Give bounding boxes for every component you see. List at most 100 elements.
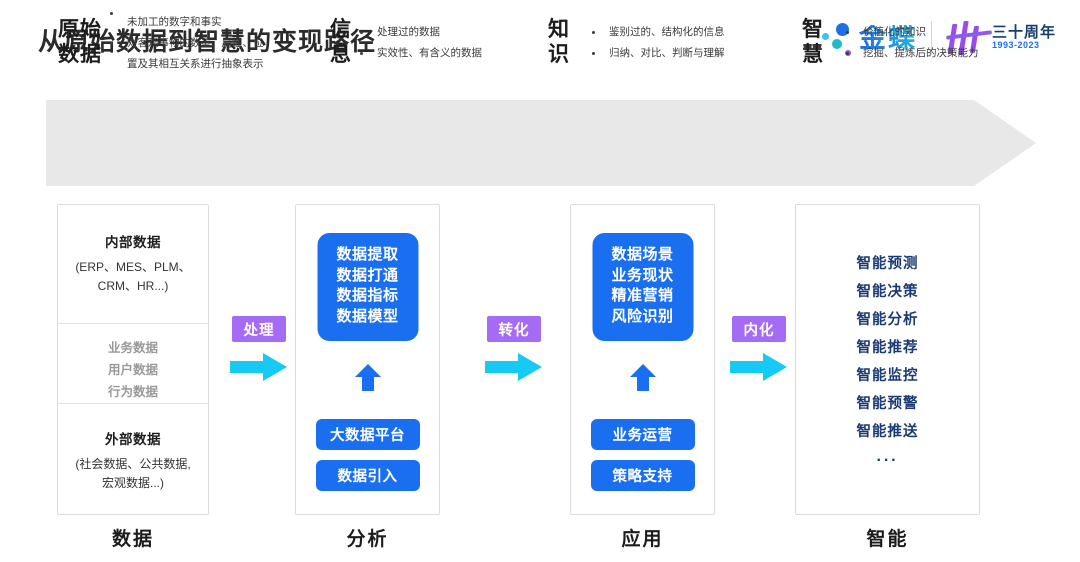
bullet-dot-icon [110,41,113,45]
data-type-item: 用户数据 [107,362,158,377]
strategy-support-pill[interactable]: 策略支持 [590,460,695,491]
intelligence-list: 智能预测 智能决策 智能分析 智能推荐 智能监控 智能预警 智能推送 ··· [796,205,979,474]
footer-label-intelligence: 智能 [866,529,909,550]
banner-bullet-text: 挖掘、提炼后的决策能力 [863,47,979,59]
intelligence-item: 智能决策 [856,283,919,300]
right-arrow-icon [230,353,287,381]
banner-bullet-text: 处理过的数据 [377,26,440,38]
external-data-section: 外部数据 (社会数据、公共数据, 宏观数据...) [58,404,208,492]
up-arrow-icon [353,362,383,392]
card-data: 内部数据 (ERP、MES、PLM、 CRM、HR...) 业务数据 用户数据 … [57,204,209,515]
analysis-capability-item: 数据模型 [336,308,399,326]
external-data-title: 外部数据 [105,432,161,447]
card-divider [58,323,208,324]
connector-badge-transform: 转化 [487,316,541,342]
banner-stage-bullets: 未加工的数字和事实 对客观事物的数量、属性、位 置及其相互关系进行抽象表示 [110,11,264,75]
card-application: 数据场景 业务现状 精准营销 风险识别 业务运营 策略支持 [570,204,715,515]
anniversary-badge: 三十周年 1993-2023 [945,21,1056,55]
analysis-capability-item: 数据指标 [336,287,399,305]
banner-bullet-text: 价值化的知识 [863,26,926,38]
brand-divider [930,21,932,55]
up-arrow-icon [628,362,658,392]
banner-bullet-text: 归纳、对比、判断与理解 [609,47,725,59]
bullet-dot-icon [592,52,595,55]
banner-bullet-text: 实效性、有含义的数据 [377,47,482,59]
footer-label-data: 数据 [111,529,154,550]
banner-stage-information: 信 息 处理过的数据 实效性、有含义的数据 [330,0,482,86]
footer-label-analysis: 分析 [346,529,389,550]
banner-stage-title: 原始 数据 [58,18,102,66]
application-scenario-box: 数据场景 业务现状 精准营销 风险识别 [592,233,693,341]
banner-stage-bullets: 鉴别过的、结构化的信息 归纳、对比、判断与理解 [578,22,725,64]
banner-stage-title: 信 息 [330,18,352,66]
intelligence-item: 智能预测 [856,256,919,272]
application-scenario-item: 精准营销 [611,287,674,305]
banner-stage-raw-data: 原始 数据 未加工的数字和事实 对客观事物的数量、属性、位 置及其相互关系进行抽… [58,0,264,86]
connector-badge-process: 处理 [232,316,286,342]
intelligence-item: 智能监控 [856,367,919,384]
connector-internalize: 内化 [722,316,796,382]
data-ingest-label: 数据引入 [337,469,398,485]
data-ingest-pill[interactable]: 数据引入 [315,460,420,491]
connector-label: 处理 [243,322,275,339]
bullet-dot-icon [360,31,363,34]
internal-data-sub: (ERP、MES、PLM、 [75,260,191,274]
application-scenario-item: 风险识别 [611,308,674,326]
bullet-dot-icon [360,52,363,55]
banner-stage-wisdom: 智 慧 价值化的知识 挖掘、提炼后的决策能力 [802,0,979,86]
card-divider [58,403,208,404]
intelligence-item: 智能推送 [856,423,919,440]
external-data-sub: (社会数据、公共数据, [75,457,191,471]
data-types-section: 业务数据 用户数据 行为数据 [58,324,208,403]
application-scenario-item: 数据场景 [611,246,674,263]
internal-data-title: 内部数据 [105,235,161,250]
banner-bullet-text: 鉴别过的、结构化的信息 [609,26,725,38]
intelligence-ellipsis: ··· [876,451,899,469]
banner-stage-bullets: 价值化的知识 挖掘、提炼后的决策能力 [832,22,979,64]
connector-label: 内化 [743,322,775,339]
footer-label-application: 应用 [621,529,664,550]
right-arrow-icon [730,353,787,381]
analysis-capability-item: 数据提取 [336,246,399,263]
analysis-capability-item: 数据打通 [336,266,399,284]
external-data-sub: 宏观数据...) [102,475,164,490]
banner-stage-knowledge: 知 识 鉴别过的、结构化的信息 归纳、对比、判断与理解 [548,0,725,86]
connector-label: 转化 [498,322,530,339]
business-operation-pill[interactable]: 业务运营 [590,419,695,450]
banner-stage-bullets: 处理过的数据 实效性、有含义的数据 [360,22,482,64]
bigdata-platform-pill[interactable]: 大数据平台 [315,419,420,450]
card-intelligence: 智能预测 智能决策 智能分析 智能推荐 智能监控 智能预警 智能推送 ··· [795,204,980,515]
data-type-item: 业务数据 [107,341,158,355]
brand-name: 金蝶 [858,22,917,53]
connector-process: 处理 [222,316,296,382]
bullet-dot-icon [846,52,849,55]
intelligence-item: 智能预警 [856,395,919,412]
business-operation-label: 业务运营 [612,428,673,444]
banner-stage-title: 智 慧 [802,18,824,66]
page-title: 从原始数据到智慧的变现路径 [38,28,377,56]
strategy-support-label: 策略支持 [612,469,673,485]
internal-data-section: 内部数据 (ERP、MES、PLM、 CRM、HR...) [58,205,208,323]
intelligence-item: 智能推荐 [856,339,919,356]
anniversary-years: 1993-2023 [991,40,1040,51]
connector-transform: 转化 [477,316,551,382]
internal-data-sub: CRM、HR...) [97,278,169,293]
banner-bullet-text: 未加工的数字和事实 [127,15,222,28]
banner-stage-title: 知 识 [548,18,570,66]
bullet-dot-icon [846,31,849,34]
card-analysis: 数据提取 数据打通 数据指标 数据模型 大数据平台 数据引入 [295,204,440,515]
maturity-banner-arrow [46,100,1036,186]
banner-bullet-text: 对客观事物的数量、属性、位 [127,36,264,49]
data-type-item: 行为数据 [107,384,158,399]
banner-bullet-text: 置及其相互关系进行抽象表示 [127,57,264,70]
bullet-dot-icon [592,31,595,34]
right-arrow-icon [485,353,542,381]
connector-badge-internalize: 内化 [732,316,786,342]
application-scenario-item: 业务现状 [611,266,674,284]
bigdata-platform-label: 大数据平台 [330,428,405,444]
analysis-capability-box: 数据提取 数据打通 数据指标 数据模型 [317,233,418,341]
bullet-dot-spacer [110,63,113,66]
anniversary-label: 三十周年 [991,24,1056,42]
intelligence-item: 智能分析 [856,311,919,328]
